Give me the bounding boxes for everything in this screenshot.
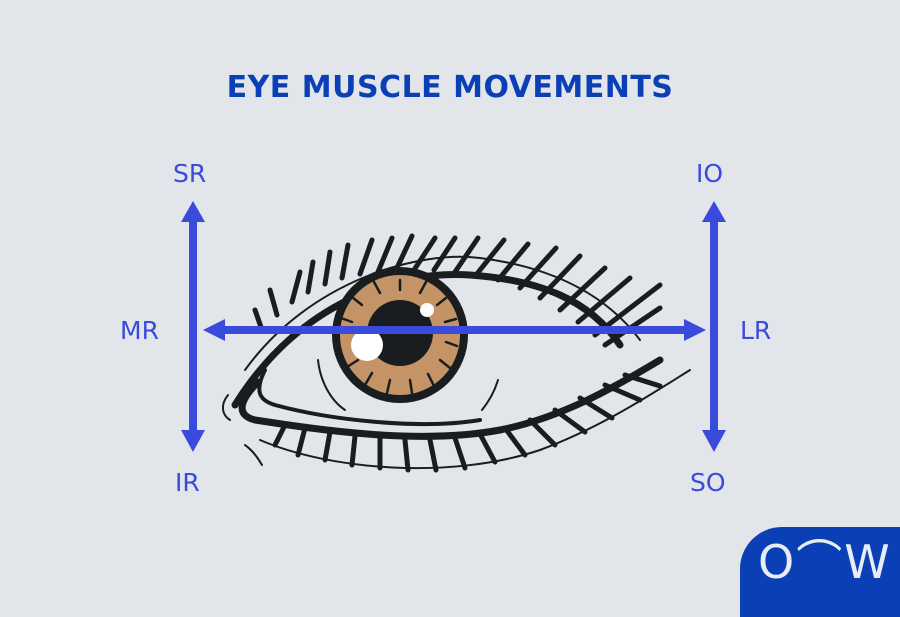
label-medial-rectus: MR: [120, 316, 159, 345]
label-superior-rectus: SR: [173, 159, 207, 188]
horizontal-arrow: [203, 319, 706, 341]
lower-lashes-icon: [272, 372, 663, 473]
page-title: EYE MUSCLE MOVEMENTS: [226, 70, 674, 105]
label-inferior-oblique: IO: [696, 159, 724, 188]
eye-diagram: [181, 201, 726, 473]
vertical-arrow-right: [702, 201, 726, 452]
vertical-arrow-left: [181, 201, 205, 452]
label-inferior-rectus: IR: [175, 468, 200, 497]
logo-text: O⌒W: [758, 535, 892, 589]
label-lateral-rectus: LR: [740, 316, 772, 345]
iris-icon: [332, 267, 468, 403]
label-superior-oblique: SO: [690, 468, 726, 497]
brand-logo: O⌒W: [740, 527, 900, 617]
